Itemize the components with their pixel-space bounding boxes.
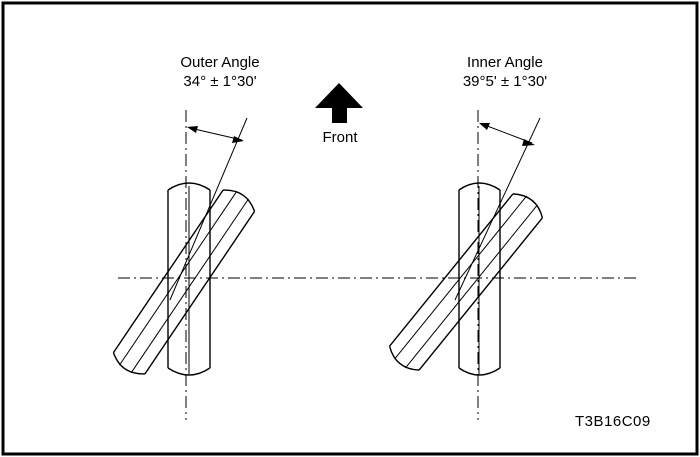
inner-angle-dimension-arrow [481,123,533,144]
inner-angle-arrowhead-left [479,123,490,130]
inner-angle-title: Inner Angle [467,54,543,71]
outer-wheel-assembly [112,110,256,420]
figure-code: T3B16C09 [575,413,651,430]
outer-turned-tire [112,189,256,375]
inner-angle-value: 39°5' ± 1°30' [462,73,548,90]
inner-tilted-reference-line [454,117,541,301]
outer-angle-arrowhead-right [232,136,244,143]
front-direction-label: Front [322,129,358,146]
outer-angle-arrowhead-left [187,126,198,133]
inner-wheel-assembly [388,110,544,420]
inner-turned-tire [388,193,544,371]
outer-angle-value: 34° ± 1°30' [183,73,257,90]
inner-angle-arrowhead-right [522,139,535,146]
outer-angle-dimension-arrow [189,127,243,141]
arrow-up-icon [315,83,363,123]
outer-tilted-reference-line [169,117,248,301]
outer-angle-title: Outer Angle [180,54,260,71]
outer-straight-tire [167,182,211,376]
